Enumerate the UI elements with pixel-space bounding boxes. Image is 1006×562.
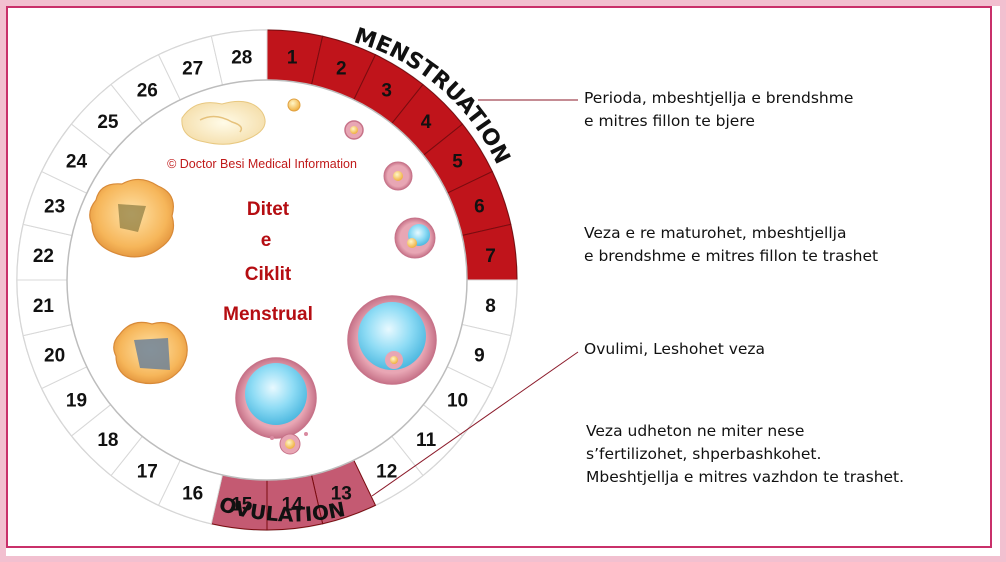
note-line: Veza e re maturohet, mbeshtjellja	[584, 224, 847, 242]
day-label-1: 1	[287, 47, 298, 68]
day-label-16: 16	[182, 483, 203, 504]
day-label-24: 24	[66, 151, 88, 172]
day-label-4: 4	[421, 112, 432, 133]
day-label-11: 11	[416, 430, 437, 451]
day-label-3: 3	[381, 80, 392, 101]
center-title-line-2: e	[261, 230, 272, 251]
day-label-18: 18	[97, 430, 118, 451]
day-label-7: 7	[485, 246, 496, 267]
note-menstruation: Perioda, mbeshtjellja e brendshme e mitr…	[584, 87, 853, 133]
day-label-13: 13	[331, 483, 352, 504]
note-line: e mitres fillon te bjere	[584, 112, 755, 130]
note-ovulation: Ovulimi, Leshohet veza	[584, 338, 765, 361]
day-label-20: 20	[44, 345, 65, 366]
day-label-8: 8	[485, 296, 496, 317]
center-title-line-1: Ditet	[247, 199, 290, 220]
center-title-line-4: Menstrual	[223, 304, 313, 325]
day-label-27: 27	[182, 59, 203, 80]
day-label-28: 28	[231, 47, 252, 68]
day-label-19: 19	[66, 391, 87, 412]
day-label-9: 9	[474, 345, 485, 366]
inner-frame	[6, 6, 992, 548]
day-label-5: 5	[452, 151, 463, 172]
note-line: Mbeshtjellja e mitres vazhdon te trashet…	[586, 468, 905, 486]
note-line: e brendshme e mitres fillon te trashet	[584, 247, 879, 265]
day-label-14: 14	[282, 495, 304, 516]
note-follicular: Veza e re maturohet, mbeshtjellja e bren…	[584, 222, 878, 268]
follicle-icon	[287, 98, 436, 259]
day-label-22: 22	[33, 246, 54, 267]
day-label-6: 6	[474, 197, 485, 218]
note-line: Veza udheton ne miter nese	[586, 422, 805, 440]
day-label-2: 2	[336, 59, 347, 80]
note-luteal: Veza udheton ne miter nese s’fertilizohe…	[586, 420, 904, 489]
corpus-albicans-icon	[181, 100, 266, 145]
note-line: Ovulimi, Leshohet veza	[584, 340, 766, 358]
day-label-25: 25	[97, 112, 119, 133]
corpus-luteum-icon	[89, 178, 188, 385]
day-label-26: 26	[137, 80, 158, 101]
center-title-line-3: Ciklit	[245, 264, 292, 285]
day-label-12: 12	[376, 462, 397, 483]
note-line: s’fertilizohet, shperbashkohet.	[586, 445, 822, 463]
day-label-21: 21	[33, 296, 55, 317]
day-label-17: 17	[137, 462, 158, 483]
day-label-15: 15	[231, 495, 253, 516]
copyright-text: © Doctor Besi Medical Information	[167, 157, 357, 171]
day-label-23: 23	[44, 197, 65, 218]
released-egg-icon	[270, 432, 308, 455]
note-line: Perioda, mbeshtjellja e brendshme	[584, 89, 854, 107]
mature-follicle-icon	[235, 295, 437, 439]
day-label-10: 10	[447, 391, 468, 412]
connector-lines	[371, 99, 579, 497]
